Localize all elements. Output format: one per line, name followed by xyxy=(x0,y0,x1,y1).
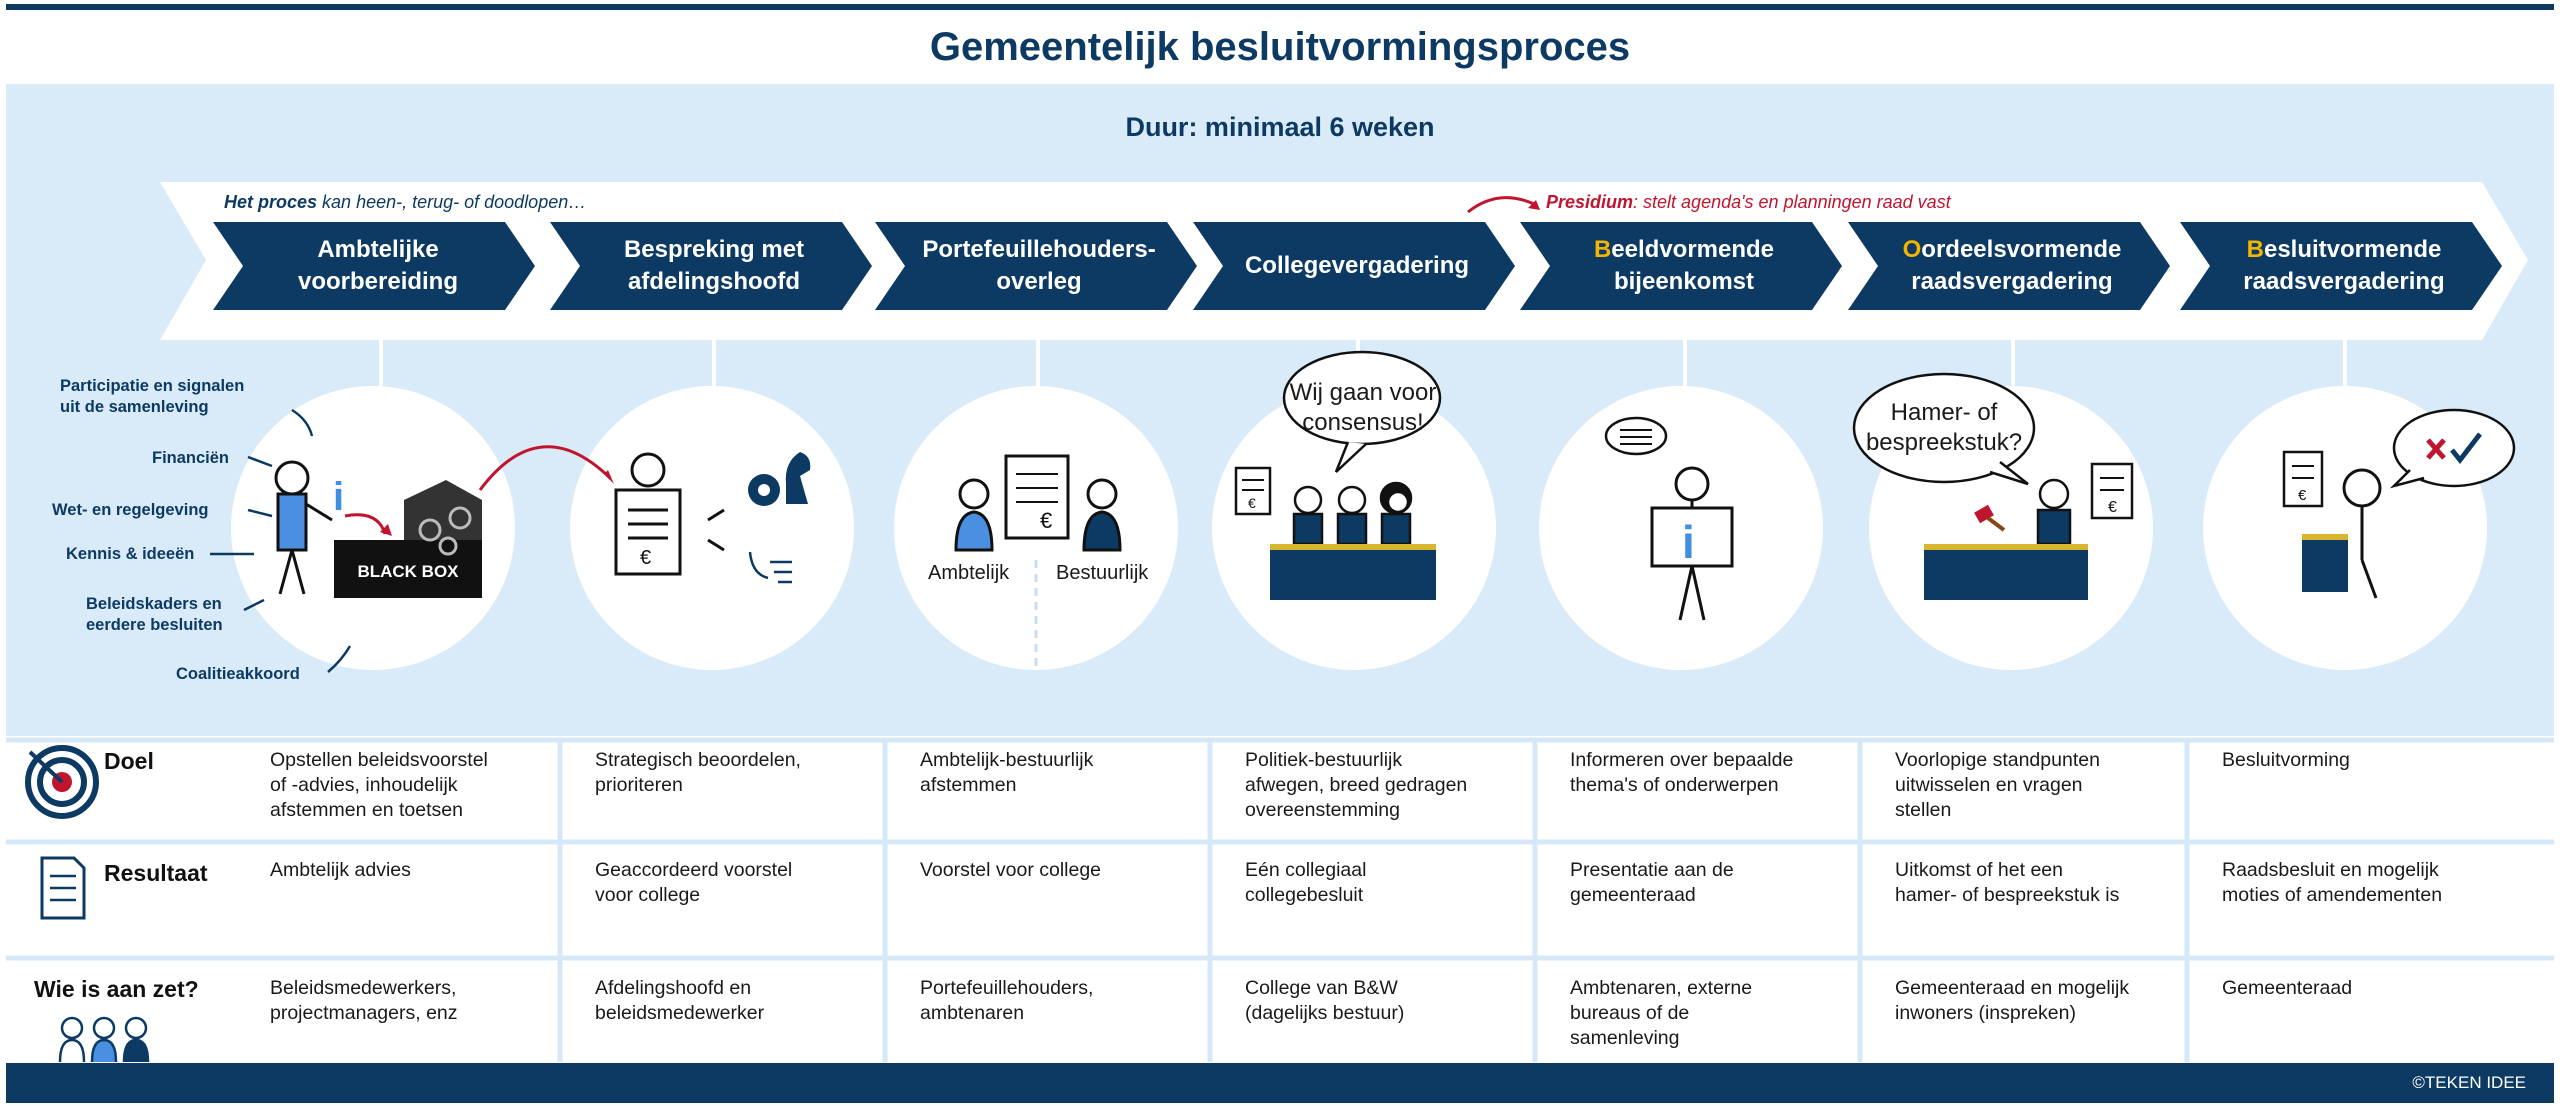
svg-text:€: € xyxy=(1248,495,1256,511)
circle5-illustration xyxy=(1650,466,1734,621)
filter-list-icon xyxy=(748,551,792,584)
svg-text:€: € xyxy=(640,547,651,569)
step-4: Collegevergadering xyxy=(1244,252,1470,279)
document-icon xyxy=(40,856,86,920)
input-kennis: Kennis & ideeën xyxy=(66,545,195,563)
step-chevron-2 xyxy=(550,222,872,310)
step-chevron-3 xyxy=(875,222,1197,310)
step-chevron-4 xyxy=(1193,222,1515,310)
check-icon xyxy=(2450,432,2482,465)
lectern xyxy=(2302,534,2348,592)
circle6-illustration: € xyxy=(2036,462,2134,546)
presidium-note: Presidium: stelt agenda's en planningen … xyxy=(1546,192,1951,212)
cell-resultaat-3: Voorstel voor college xyxy=(920,859,1102,881)
row-label-doel: Doel xyxy=(104,748,154,774)
circle7-illustration: € xyxy=(2282,450,2382,599)
step-chevron-7 xyxy=(2180,222,2502,310)
svg-text:€: € xyxy=(2108,499,2117,516)
presidium-arrow xyxy=(1467,196,1535,214)
footer-bar xyxy=(6,1063,2554,1103)
duration-label: Duur: minimaal 6 weken xyxy=(1125,112,1435,142)
input-financien: Financiën xyxy=(152,449,230,467)
chess-knight-icon xyxy=(785,452,811,504)
cross-icon xyxy=(2426,438,2446,460)
label-bestuurlijk: Bestuurlijk xyxy=(1056,562,1149,584)
step-chevron-6 xyxy=(1848,222,2170,310)
page-title: Gemeentelijk besluitvormingsproces xyxy=(929,25,1631,69)
circle-2 xyxy=(570,386,854,670)
cell-wie-4: College van B&W(dagelijks bestuur) xyxy=(1245,977,1405,1024)
table xyxy=(1924,544,2088,600)
process-note: Het proces kan heen-, terug- of doodlope… xyxy=(224,192,587,212)
cell-doel-2: Strategisch beoordelen,prioriteren xyxy=(595,749,801,796)
svg-text:€: € xyxy=(2298,487,2307,504)
svg-text:€: € xyxy=(1040,508,1052,533)
gear-icon xyxy=(748,474,780,506)
cell-wie-1: Beleidsmedewerkers,projectmanagers, enz xyxy=(270,977,458,1024)
circle1-illustration xyxy=(274,460,333,595)
label-ambtelijk: Ambtelijk xyxy=(928,562,1010,584)
row-label-resultaat: Resultaat xyxy=(104,860,208,886)
target-icon xyxy=(25,745,99,819)
black-box-icon xyxy=(334,480,482,598)
info-icon: i xyxy=(333,475,344,519)
speech-bubble-hamer xyxy=(1852,372,2036,484)
cell-wie-7: Gemeenteraad xyxy=(2222,977,2353,999)
input-coalitieakkoord: Coalitieakkoord xyxy=(176,665,300,683)
row-label-wie: Wie is aan zet? xyxy=(34,976,199,1002)
people-icon xyxy=(58,1016,150,1063)
cell-resultaat-1: Ambtelijk advies xyxy=(270,859,411,881)
copyright: ©TEKEN IDEE xyxy=(2412,1073,2526,1092)
gavel-icon xyxy=(1974,504,2006,532)
top-rule xyxy=(6,4,2554,10)
info-sign-icon: i xyxy=(1682,516,1695,568)
black-box-label: BLACK BOX xyxy=(357,562,459,581)
step-chevron-1 xyxy=(213,222,535,310)
cell-doel-7: Besluitvorming xyxy=(2222,749,2350,771)
input-wetgeving: Wet- en regelgeving xyxy=(52,501,209,519)
step-chevron-5 xyxy=(1520,222,1842,310)
circle2-illustration: € xyxy=(614,452,725,576)
circle3-illustration: € xyxy=(954,454,1122,552)
speech-bubble-decision xyxy=(2392,408,2516,488)
circle-1 xyxy=(231,386,515,670)
step-3: Portefeuillehouders-overleg xyxy=(922,236,1156,295)
table xyxy=(1270,544,1436,600)
cell-wie-3: Portefeuillehouders,ambtenaren xyxy=(920,977,1094,1024)
